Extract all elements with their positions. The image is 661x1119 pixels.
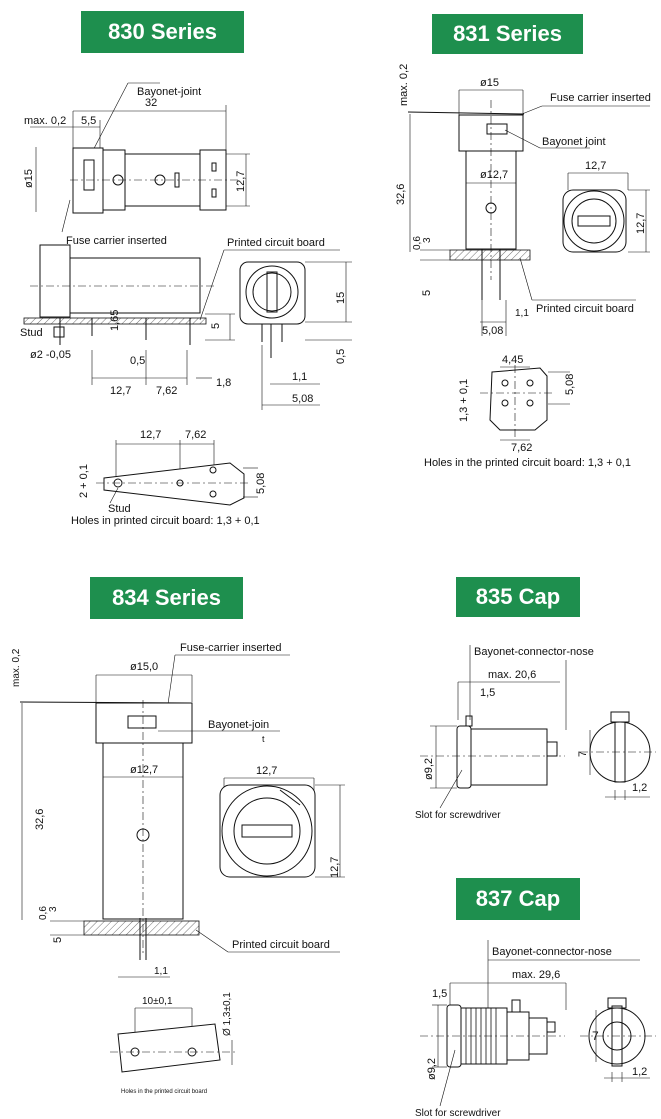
dim-1-1: 1,1 [292,371,307,383]
dim-831-12-7-h: 12,7 [585,160,606,172]
dim-diameter-2: ø2 -0,05 [30,349,71,361]
dim-834-12-7-v: 12,7 [329,857,341,878]
dim-834-0-6: 0,6 [38,906,49,920]
dim-831-32-6: 32,6 [395,184,407,205]
dim-834-5: 5 [52,937,64,943]
dim-835-max: max. 20,6 [488,669,536,681]
hole-dim-12-7: 12,7 [140,429,161,441]
label-printed-circuit-board: Printed circuit board [227,237,325,249]
dim-831-1-1: 1,1 [515,308,529,319]
dim-1-8: 1,8 [216,377,231,389]
label-831-bayonet-joint: Bayonet joint [542,136,606,148]
label-835-nose: Bayonet-connector-nose [474,646,594,658]
dim-835-1-5: 1,5 [480,687,495,699]
title-837-cap: 837 Cap [456,878,580,920]
dim-831-diameter-12-7: ø12,7 [480,169,508,181]
dim-834-max: max. 0,2 [11,648,22,687]
drawing-831-end-view: 12,7 12,7 [562,160,650,253]
title-830-series: 830 Series [81,11,244,53]
dim-835-diameter-9-2: ø9,2 [423,758,435,780]
label-837-nose: Bayonet-connector-nose [492,946,612,958]
dim-831-0-6: 0,6 [412,236,423,250]
dim-834-3: 3 [48,906,59,912]
hole-831-1-3: 1,3 + 0,1 [458,379,470,422]
dim-835-7: 7 [577,751,589,757]
label-bayonet-joint: Bayonet-joint [137,86,201,98]
hole-831-4-45: 4,45 [502,354,523,366]
dim-837-7: 7 [592,1029,599,1043]
dim-1-65: 1,65 [109,310,121,331]
drawing-831-hole-pattern: 4,45 5,08 1,3 + 0,1 7,62 Holes in the pr… [424,354,631,469]
dim-834-12-7-h: 12,7 [256,765,277,777]
label-stud: Stud [20,327,43,339]
drawing-830-end-view: 15 0,5 1,1 5,08 [239,261,352,410]
drawing-834-end-view: 12,7 12,7 [219,765,345,878]
dim-12-7-vertical: 12,7 [235,171,247,192]
title-834-series: 834 Series [90,577,243,619]
dim-831-5: 5 [421,290,433,296]
drawing-830-front-view: Printed circuit board 1,65 Stud 0,5 ø2 -… [20,237,340,397]
label-holes-830: Holes in printed circuit board: 1,3 + 0,… [71,515,260,527]
drawing-830-hole-pattern: 12,7 7,62 2 + 0,1 5,08 Stud Holes in pri… [71,429,267,527]
hole-dim-2: 2 + 0,1 [78,464,90,498]
label-fuse-carrier-inserted: Fuse carrier inserted [66,235,167,247]
drawing-835-cap: Bayonet-connector-nose max. 20,6 1,5 ø9,… [415,645,656,821]
drawing-834-side-view: max. 0,2 Fuse-carrier inserted ø15,0 Bay… [11,642,340,978]
dim-diameter-15: ø15 [23,169,35,188]
dim-5-5: 5,5 [81,115,96,127]
dim-834-1-1: 1,1 [154,966,168,977]
label-holes-834: Holes in the printed circuit board [121,1089,207,1095]
dim-0-5-b: 0,5 [335,349,347,364]
dim-831-3: 3 [422,237,433,243]
dim-834-32-6: 32,6 [34,809,46,830]
dim-831-12-7-v: 12,7 [635,213,647,234]
label-831-pcb: Printed circuit board [536,303,634,315]
hole-dim-7-62: 7,62 [185,429,206,441]
dim-834-diameter-15: ø15,0 [130,661,158,673]
dim-7-62: 7,62 [156,385,177,397]
title-831-series: 831 Series [432,14,583,54]
dim-32: 32 [145,97,157,109]
label-831-fuse-carrier: Fuse carrier inserted [550,92,651,104]
hole-834-1-3: Ø 1,3±0,1 [222,992,233,1036]
dim-5: 5 [210,323,222,329]
dim-831-5-08: 5,08 [482,325,503,337]
hole-831-7-62: 7,62 [511,442,532,454]
label-837-slot: Slot for screwdriver [415,1108,501,1119]
dim-831-max: max. 0,2 [398,64,410,106]
label-834-bayonet-t: t [262,734,265,744]
hole-834-10: 10±0,1 [142,996,173,1007]
dim-835-1-2: 1,2 [632,782,647,794]
title-835-cap: 835 Cap [456,577,580,617]
dim-0-5-a: 0,5 [130,355,145,367]
label-834-pcb: Printed circuit board [232,939,330,951]
dim-837-diameter-9-2: ø9,2 [426,1058,438,1080]
label-834-bayonet-join: Bayonet-join [208,719,269,731]
drawing-831-side-view: max. 0,2 ø15 Fuse carrier inserted Bayon… [395,64,651,337]
label-835-slot: Slot for screwdriver [415,810,501,821]
dim-12-7-horizontal: 12,7 [110,385,131,397]
label-holes-831: Holes in the printed circuit board: 1,3 … [424,457,631,469]
dim-834-diameter-12-7: ø12,7 [130,764,158,776]
drawing-834-hole-pattern: 10±0,1 Ø 1,3±0,1 Holes in the printed ci… [110,992,236,1095]
hole-dim-5-08: 5,08 [255,473,267,494]
dim-15: 15 [335,292,347,304]
label-834-fuse-carrier: Fuse-carrier inserted [180,642,281,654]
drawing-837-cap: Bayonet-connector-nose max. 29,6 1,5 ø9,… [415,940,656,1119]
hole-831-5-08: 5,08 [564,374,576,395]
hole-label-stud: Stud [108,503,131,515]
dim-837-max: max. 29,6 [512,969,560,981]
dim-831-diameter-15: ø15 [480,77,499,89]
drawing-830-side-view: 32 Bayonet-joint max. 0,2 5,5 ø15 12,7 F… [23,82,250,247]
dim-837-1-2: 1,2 [632,1066,647,1078]
dim-837-1-5: 1,5 [432,988,447,1000]
dim-5-08: 5,08 [292,393,313,405]
dim-max-02: max. 0,2 [24,115,66,127]
